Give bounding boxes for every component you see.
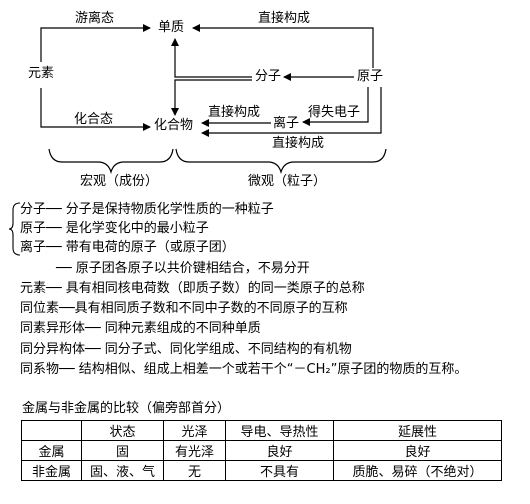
definition-yuanzituan: ── 原子团各原子以共价键相结合，不易分开 — [56, 261, 310, 276]
table-header-cell: 光泽 — [163, 420, 226, 441]
definition-fenzi: 分子── 分子是保持物质化学性质的一种粒子 — [20, 202, 274, 217]
label-zhijie-mid: 直接构成 — [208, 105, 261, 120]
table-cell: 金属 — [21, 440, 82, 461]
label-huahetai: 化合态 — [74, 112, 114, 127]
node-danzhi: 单质 — [158, 20, 185, 35]
table-header-cell: 状态 — [81, 420, 164, 441]
table-cell: 有光泽 — [163, 440, 226, 461]
table-cell: 无 — [163, 460, 226, 481]
definition-yuanzi: 原子── 是化学变化中的最小粒子 — [20, 221, 209, 236]
definition-tongxiwu: 同系物── 结构相似、组成上相差一个或若干个“－CH₂”原子团的物质的互称。 — [20, 362, 468, 377]
label-deshi: 得失电子 — [308, 105, 361, 120]
node-yuanzi: 原子 — [357, 69, 384, 84]
table-cell: 固 — [81, 440, 164, 461]
label-zhijie-top: 直接构成 — [258, 11, 311, 26]
label-macro: 宏观（成份） — [80, 174, 159, 189]
table-row: 非金属 固、液、气 无 不具有 质脆、易碎（不绝对） — [21, 460, 502, 481]
definition-tongweisu: 同位素──具有相同质子数和不同中子数的不同原子的互称 — [20, 301, 348, 316]
table-title: 金属与非金属的比较（偏旁部首分） — [22, 401, 231, 416]
comparison-table: 状态 光泽 导电、导热性 延展性 金属 固 有光泽 良好 良好 非金属 固、液、… — [21, 420, 502, 481]
node-yuansu: 元素 — [28, 66, 55, 81]
macro-brace — [48, 148, 174, 175]
arrow-yuanzi-to-danzhi — [192, 24, 374, 68]
definition-yuansu: 元素── 具有相同核电荷数（即质子数）的同一类原子的总称 — [20, 281, 365, 296]
arrow-yuansu-to-danzhi — [40, 24, 151, 62]
concept-diagram — [40, 24, 387, 175]
node-huahewu: 化合物 — [154, 118, 194, 133]
node-fenzi: 分子 — [255, 69, 282, 84]
definitions-brace — [8, 202, 21, 256]
label-youlitai: 游离态 — [75, 11, 115, 26]
table-cell: 良好 — [225, 440, 334, 461]
micro-brace — [175, 148, 387, 175]
arrow-fenzi-to-huahewu — [171, 79, 252, 116]
definition-lizi: 离子── 带有电荷的原子（或原子团） — [20, 240, 235, 255]
definition-tongsuyixingti: 同素异形体── 同种元素组成的不同种单质 — [20, 321, 261, 336]
table-header-row: 状态 光泽 导电、导热性 延展性 — [21, 420, 502, 441]
table-header-cell: 延展性 — [333, 420, 502, 441]
label-micro: 微观（粒子） — [248, 174, 327, 189]
table-header-cell: 导电、导热性 — [225, 420, 334, 441]
definition-tongfenyigouti: 同分异构体── 同分子式、同化学组成、不同结构的有机物 — [20, 342, 352, 357]
table-row: 金属 固 有光泽 良好 良好 — [21, 440, 502, 461]
node-lizi: 离子 — [273, 116, 300, 131]
table-header-cell — [21, 420, 82, 441]
table-cell: 固、液、气 — [81, 460, 164, 481]
table-cell: 非金属 — [21, 460, 82, 481]
table-cell: 质脆、易碎（不绝对） — [333, 460, 502, 481]
arrow-fenzi-to-danzhi — [171, 38, 252, 78]
table-cell: 良好 — [333, 440, 502, 461]
table-cell: 不具有 — [225, 460, 334, 481]
label-zhijie-bottom: 直接构成 — [272, 136, 325, 151]
arrow-yuanzi-to-huahewu-bottom — [201, 87, 382, 137]
arrow-yuansu-to-huahewu — [40, 88, 151, 131]
arrow-yuanzi-to-lizi — [302, 87, 369, 126]
